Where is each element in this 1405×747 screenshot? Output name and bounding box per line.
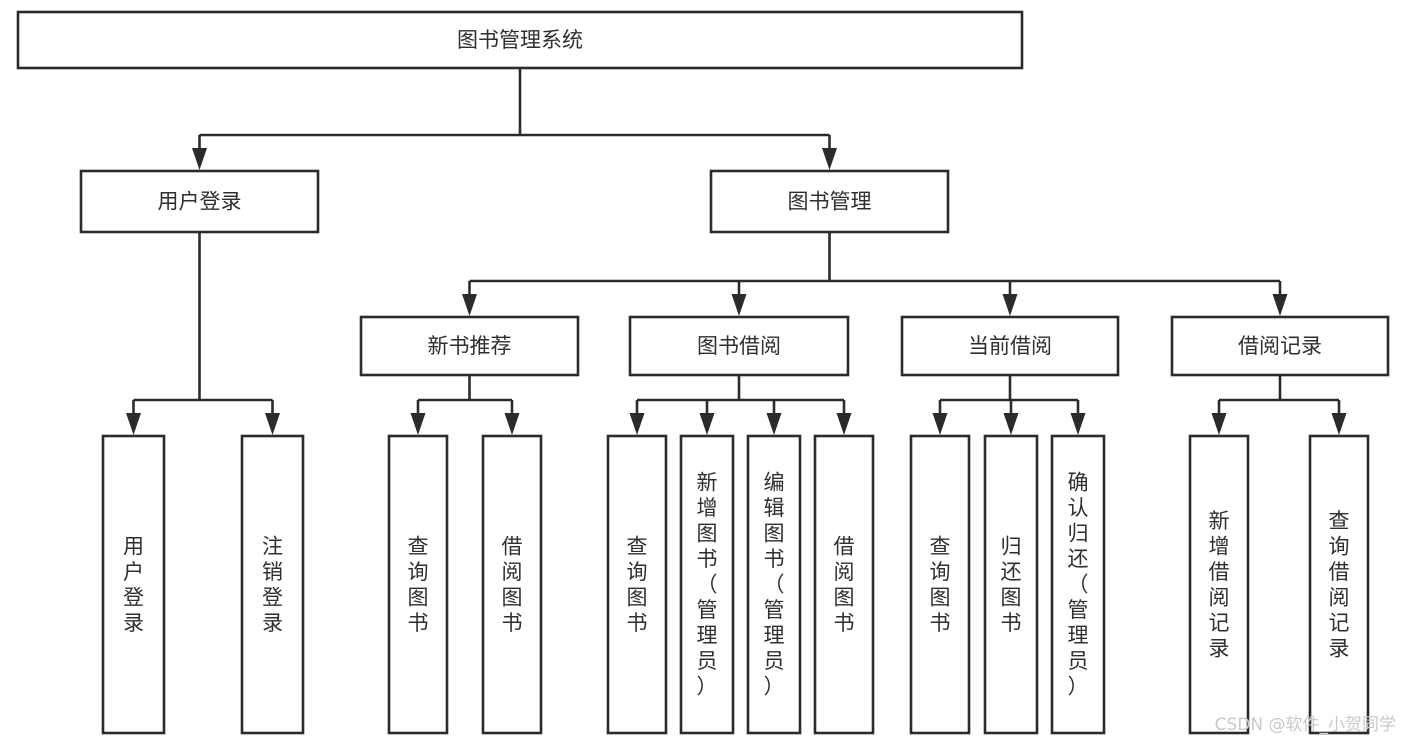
node-label-leaf-borrow-do: 借阅图书 (834, 534, 855, 635)
node-label-leaf-rec-search: 查询借阅记录 (1329, 509, 1350, 661)
node-leaf-user-login[interactable]: 用户登录 (101, 434, 166, 735)
node-box-current-borrow[interactable] (900, 315, 1120, 377)
node-book-admin[interactable]: 图书管理 (709, 169, 950, 234)
node-leaf-borrow-query[interactable]: 查询图书 (606, 434, 668, 735)
node-leaf-user-logout[interactable]: 注销登录 (240, 434, 305, 735)
node-root[interactable]: 图书管理系统 (16, 10, 1024, 70)
node-box-leaf-rec-query[interactable] (387, 434, 449, 735)
node-label-leaf-cur-query: 查询图书 (930, 534, 951, 635)
node-label-leaf-rec-borrow: 借阅图书 (502, 534, 523, 635)
node-label-leaf-user-logout: 注销登录 (262, 534, 283, 635)
node-label-leaf-rec-add: 新增借阅记录 (1209, 509, 1230, 661)
node-label-book-borrow: 图书借阅 (697, 334, 781, 358)
node-label-borrow-record: 借阅记录 (1238, 334, 1322, 358)
node-label-book-admin: 图书管理 (788, 190, 872, 214)
node-user-login[interactable]: 用户登录 (79, 169, 320, 234)
node-leaf-cur-return[interactable]: 归还图书 (983, 434, 1039, 735)
node-box-leaf-borrow-edit[interactable] (746, 434, 802, 735)
node-box-root[interactable] (16, 10, 1024, 70)
node-box-leaf-cur-query[interactable] (909, 434, 971, 735)
node-leaf-borrow-edit[interactable]: 编辑图书（管理员） (746, 434, 802, 735)
node-book-borrow[interactable]: 图书借阅 (628, 315, 850, 377)
node-leaf-borrow-add[interactable]: 新增图书（管理员） (679, 434, 735, 735)
node-box-leaf-borrow-do[interactable] (813, 434, 875, 735)
node-leaf-rec-borrow[interactable]: 借阅图书 (481, 434, 543, 735)
node-current-borrow[interactable]: 当前借阅 (900, 315, 1120, 377)
node-label-leaf-cur-confirm: 确认归还（管理员） (1068, 471, 1089, 699)
node-leaf-rec-add[interactable]: 新增借阅记录 (1188, 434, 1250, 735)
connector-group-new-book-rec (410, 375, 520, 435)
node-box-leaf-borrow-query[interactable] (606, 434, 668, 735)
node-box-new-book-rec[interactable] (359, 315, 580, 377)
connector-group-borrow-record (1211, 375, 1347, 435)
node-label-root: 图书管理系统 (457, 28, 583, 52)
node-box-leaf-rec-search[interactable] (1308, 434, 1370, 735)
node-leaf-cur-query[interactable]: 查询图书 (909, 434, 971, 735)
node-leaf-rec-query[interactable]: 查询图书 (387, 434, 449, 735)
csdn-watermark: CSDN @软件_小贺同学 (1215, 715, 1396, 735)
node-new-book-rec[interactable]: 新书推荐 (359, 315, 580, 377)
node-box-leaf-cur-confirm[interactable] (1050, 434, 1106, 735)
node-box-borrow-record[interactable] (1170, 315, 1390, 377)
connector-layer (126, 68, 1347, 435)
node-label-leaf-rec-query: 查询图书 (408, 534, 429, 635)
node-box-leaf-cur-return[interactable] (983, 434, 1039, 735)
connector-group-current-borrow (932, 375, 1086, 435)
node-box-leaf-user-login[interactable] (101, 434, 166, 735)
node-borrow-record[interactable]: 借阅记录 (1170, 315, 1390, 377)
node-label-user-login: 用户登录 (158, 190, 242, 214)
node-leaf-cur-confirm[interactable]: 确认归还（管理员） (1050, 434, 1106, 735)
node-label-leaf-cur-return: 归还图书 (1001, 534, 1022, 635)
node-label-leaf-user-login: 用户登录 (123, 534, 144, 635)
node-box-leaf-borrow-add[interactable] (679, 434, 735, 735)
node-box-leaf-rec-borrow[interactable] (481, 434, 543, 735)
node-label-leaf-borrow-edit: 编辑图书（管理员） (764, 471, 785, 699)
node-box-user-login[interactable] (79, 169, 320, 234)
connector-group-root (192, 68, 837, 170)
node-leaf-borrow-do[interactable]: 借阅图书 (813, 434, 875, 735)
node-label-current-borrow: 当前借阅 (968, 334, 1052, 358)
node-label-leaf-borrow-query: 查询图书 (627, 534, 648, 635)
node-box-leaf-user-logout[interactable] (240, 434, 305, 735)
node-leaf-rec-search[interactable]: 查询借阅记录 (1308, 434, 1370, 735)
connector-group-user-login (126, 232, 280, 435)
connector-group-book-borrow (629, 375, 852, 435)
node-layer: 图书管理系统用户登录图书管理新书推荐图书借阅当前借阅借阅记录用户登录注销登录查询… (16, 10, 1390, 735)
node-box-leaf-rec-add[interactable] (1188, 434, 1250, 735)
node-box-book-admin[interactable] (709, 169, 950, 234)
node-box-book-borrow[interactable] (628, 315, 850, 377)
connector-group-book-admin (462, 232, 1288, 316)
node-label-leaf-borrow-add: 新增图书（管理员） (697, 471, 718, 699)
node-label-new-book-rec: 新书推荐 (428, 334, 512, 358)
